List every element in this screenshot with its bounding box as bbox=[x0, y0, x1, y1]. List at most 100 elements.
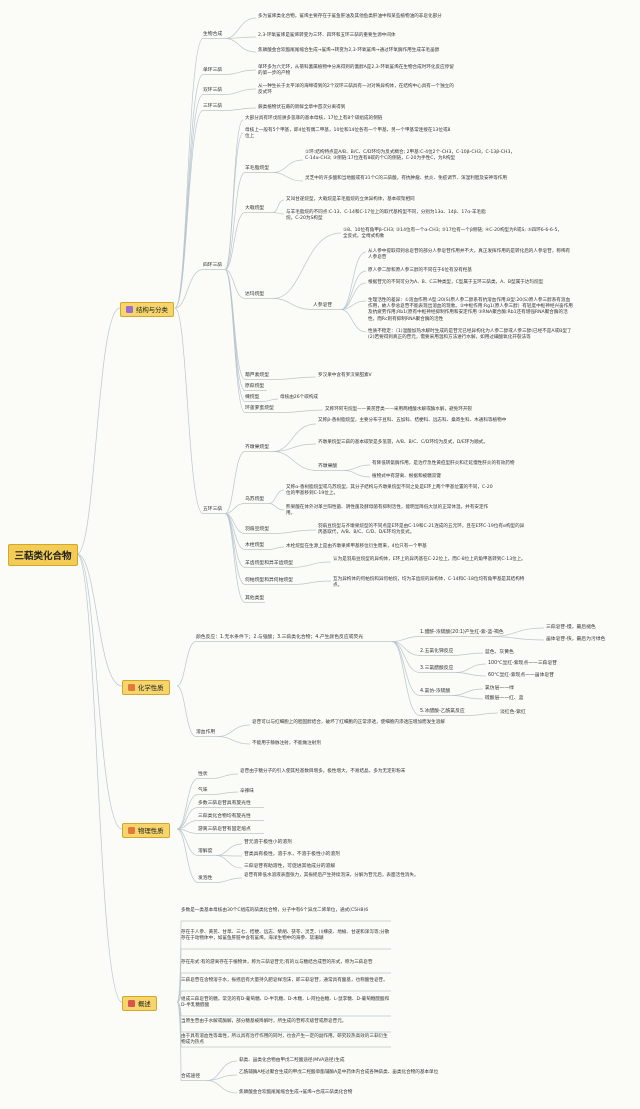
branch-label: 颜色反应：1.无水条件下；2.与强酸；3.三萜类化合物；4.产生颜色反应或荧光 bbox=[196, 635, 364, 640]
connector bbox=[176, 794, 199, 830]
node-text: 认为是羽扇豆烷型的异构体，E环上的异丙基在C-22位上，而C-8位上的角甲基转到… bbox=[333, 557, 526, 562]
connector bbox=[176, 685, 197, 737]
category-node: 物理性质 bbox=[122, 822, 170, 838]
connector bbox=[292, 580, 332, 585]
node-text: ①环:结构特点是A/B、B/C、C/D环均为反式稠合; 2甲基:C-4位2个-C… bbox=[305, 150, 515, 162]
node-text: 当原生苷由于水解或酶解，部分糖基被降解时，所生成的苷称次级苷或原皂苷元。 bbox=[181, 1019, 347, 1024]
connector bbox=[206, 1080, 238, 1094]
node-text: 不能用于静脉注射，不能做注射剂 bbox=[252, 741, 321, 746]
reaction-result: 甾体皂苷-快，最后为污绿色 bbox=[546, 637, 606, 642]
connector bbox=[455, 672, 487, 677]
node-text: 熊果酸在体外对革兰阳性菌、阴性菌及酵母菌有抑制活性，能明显降低大鼠的正常体温，并… bbox=[286, 505, 489, 517]
node-text: 灵芝中的许多酸和当地酸或有31个C的三萜酸，有抗肿瘤、抗炎、免疫调节、浑湿利胆及… bbox=[305, 176, 507, 181]
connector bbox=[282, 409, 324, 413]
connector bbox=[268, 503, 285, 511]
branch-label: 溶血作用 bbox=[196, 730, 216, 735]
node-text: 焦磷酸金合欢酯尾尾缩合生成→鲨烯→合成三萜类化合物 bbox=[239, 1090, 353, 1095]
node-text: 罗汉果中含有罗汉果甜素V bbox=[318, 373, 372, 378]
connector bbox=[76, 307, 121, 555]
connector bbox=[76, 553, 123, 830]
connector bbox=[176, 778, 199, 830]
connector bbox=[224, 132, 244, 270]
root-node: 三萜类化合物 bbox=[8, 544, 78, 566]
chemistry-icon bbox=[128, 683, 135, 691]
connector bbox=[176, 807, 199, 830]
branch-label: 性状 bbox=[198, 772, 208, 777]
node-text: 存在于人参、黄芪、甘草、三七、桔梗、远志、柴胡、茯苓、灵芝、川楝皮、地榆、甘遂和… bbox=[181, 930, 390, 942]
connector bbox=[174, 94, 204, 309]
connector bbox=[176, 828, 199, 883]
category-label: 概述 bbox=[138, 999, 151, 1008]
connector bbox=[174, 307, 204, 514]
connector bbox=[217, 736, 251, 745]
connector bbox=[224, 172, 246, 270]
branch-label: 何帕烷型和异何帕烷型 bbox=[245, 578, 293, 583]
node-text: 原人参二醇和原人参三醇的不同在于6位有没有羟基 bbox=[368, 268, 472, 273]
branch-label: 溶解度 bbox=[198, 849, 213, 854]
connector bbox=[451, 688, 484, 696]
node-text: 辛辣味 bbox=[240, 789, 254, 794]
category-label: 物理性质 bbox=[138, 826, 164, 835]
node-text: 存在形式:有的游离存在于植物体，称为三萜皂苷元;有的以与糖结合成苷的形式，称为三… bbox=[181, 960, 373, 965]
reaction-result: 蓝色、灰黄色 bbox=[485, 650, 514, 655]
connector bbox=[391, 641, 421, 673]
category-node: 化学性质 bbox=[122, 679, 170, 695]
node-text: 组成三萜皂苷的糖，常见的有D-葡萄糖、D-半乳糖、D-木糖、L-阿拉伯糖、L-鼠… bbox=[181, 997, 390, 1009]
connector bbox=[391, 641, 421, 716]
node-text: 又称α-香树脂烷型或乌苏烷型，其分子结构与齐墩果烷型不同之处是E环上两个甲基位置… bbox=[286, 485, 493, 497]
branch-label: 其他类型 bbox=[245, 596, 265, 601]
connector bbox=[340, 300, 367, 310]
connector bbox=[272, 232, 342, 299]
connector bbox=[215, 877, 243, 883]
category-label: 化学性质 bbox=[138, 683, 164, 692]
branch-label: 气味 bbox=[198, 788, 208, 793]
branch-label: 羊毛脂烷型 bbox=[245, 166, 269, 171]
reaction-result: 氯仿层——绿 bbox=[485, 686, 514, 691]
node-text: 木栓烷型在生源上是由齐墩果烯甲基移位衍生而来，4位只有一个甲基 bbox=[286, 544, 427, 549]
connector bbox=[217, 724, 251, 737]
branch-label: 3.三氯醋酸反应 bbox=[420, 666, 454, 671]
branch-label: 三环三萜 bbox=[203, 104, 223, 109]
branch-label: 人参皂苷 bbox=[313, 303, 333, 308]
branch-label: 达玛烷型 bbox=[245, 292, 265, 297]
node-text: 根据苷元的不同可分为A、B、C三种类型，C型属于五环三萜类，A、B型属于达玛烷型 bbox=[368, 280, 544, 285]
connector bbox=[343, 464, 371, 471]
branch-label: 1.醋酐-浓硫酸(20:1)产生红-紫-蓝-褐色 bbox=[420, 630, 504, 635]
reaction-result: 三萜皂苷-慢，最后褪色 bbox=[546, 625, 596, 630]
node-text: 由于具有溶血性等毒性，所以具有治疗作用的同时，也会产生一定的副作用。研究较热高效… bbox=[181, 1034, 388, 1046]
connector bbox=[206, 1060, 238, 1081]
node-text: ①8、10位有角甲β-CH3; ②14位有一个α-CH3; ③17位有一个β侧链… bbox=[343, 228, 563, 240]
connector bbox=[343, 470, 371, 478]
connector bbox=[176, 1001, 182, 1081]
node-text: 多为鲨烯类化合物，鲨烯主要存在于鲨鱼肝油及其他鱼类肝油中和某些植物油的非皂化部分 bbox=[258, 14, 442, 19]
connector bbox=[272, 199, 285, 213]
node-text: 又称β-香树脂烷型，主要分布于豆科、五加科、桔梗科、远志科、桑寄生科、木通科等植… bbox=[318, 418, 507, 423]
node-text: 皂苷有降低水溶液表面张力，其振摇后产生持续泡沫，分解为苷元后，表面活性消失。 bbox=[244, 873, 419, 878]
branch-label: 游离三萜皂苷有固定熔点 bbox=[198, 827, 251, 832]
branch-label: 4.氯仿-浓硫酸 bbox=[420, 689, 451, 694]
node-text: 萜类、甾类化合物由甲戊二羟酸途径(MVA途径)生成 bbox=[239, 1058, 345, 1063]
branch-label: 五环三萜 bbox=[203, 507, 223, 512]
connector bbox=[224, 107, 257, 111]
reaction-result: 100℃显红-紫现点——三萜皂苷 bbox=[488, 661, 558, 666]
node-text: 三萜皂苷在含物溶于水，振摇后有大量持久肥皂样泡沫，即三萜皂苷，通常具有酸基，也称… bbox=[181, 978, 388, 983]
node-text: 蕨类植物伏石蕨的新鲜全草中首次分离得到 bbox=[258, 105, 346, 110]
connector bbox=[174, 110, 204, 309]
node-text: 母核由26个碳构成 bbox=[280, 395, 319, 400]
connector bbox=[224, 513, 246, 603]
branch-label: 齐墩果烷型 bbox=[245, 445, 269, 450]
document-icon bbox=[128, 999, 135, 1007]
branch-label: 楝烷型 bbox=[245, 395, 260, 400]
reaction-result: 淡红色-紫红 bbox=[500, 710, 526, 715]
connector bbox=[176, 990, 182, 1003]
connector bbox=[268, 546, 285, 550]
connector bbox=[340, 251, 367, 310]
node-text: 又称环阿屯烷型——黄芪苷类——采用两相酸水解或酶水解，避免环开裂 bbox=[325, 407, 473, 412]
connector bbox=[340, 270, 367, 310]
connector bbox=[272, 298, 314, 310]
branch-label: 羽扇豆烷型 bbox=[245, 527, 269, 532]
connector bbox=[174, 38, 204, 309]
branch-label: 环菠萝蜜烷型 bbox=[245, 406, 274, 411]
branch-label: 单环三萜 bbox=[203, 68, 223, 73]
branch-label: 多数三萜皂苷具有旋光性 bbox=[198, 801, 251, 806]
